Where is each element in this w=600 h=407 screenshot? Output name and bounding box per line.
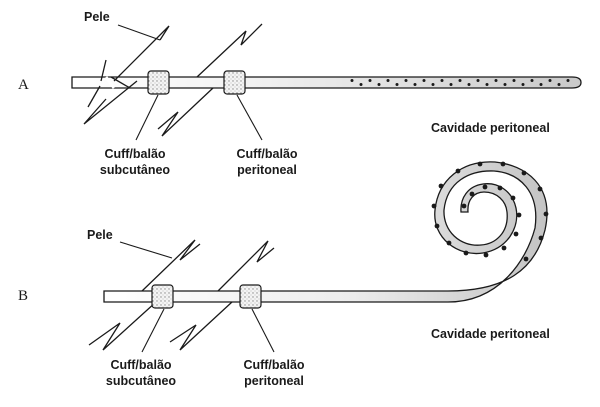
perforation-hole (476, 79, 480, 82)
cuff-subcutaneous-a (147, 70, 170, 95)
cuff-peritoneal-line1-a: Cuff/balão (236, 147, 298, 161)
panel-letter-a: A (18, 77, 29, 93)
perforation-hole (548, 79, 552, 82)
perforation-hole (513, 231, 519, 237)
perforation-hole (467, 83, 471, 86)
perforation-hole (469, 191, 475, 197)
cuff-subcutaneous-label-b: Cuff/balão subcutâneo (95, 357, 187, 389)
perforation-hole (537, 186, 543, 192)
perforation-hole (440, 79, 444, 82)
pointer-cuff-per-b (251, 308, 275, 353)
panel-a (71, 23, 582, 141)
pointer-cuff-sub-a (135, 94, 159, 141)
perforation-hole (463, 250, 469, 256)
cuff-subcutaneous-line2-a: subcutâneo (99, 163, 171, 177)
perforation-hole (539, 83, 543, 86)
catheter-b-holes (431, 161, 549, 262)
perforation-hole (503, 83, 507, 86)
cuff-subcutaneous-b (151, 284, 174, 309)
cuff-peritoneal-label-b: Cuff/balão peritoneal (228, 357, 320, 389)
perforation-hole (566, 79, 570, 82)
perforation-hole (510, 195, 516, 201)
pointer-cuff-sub-b (141, 308, 165, 353)
perforation-hole (483, 252, 489, 258)
cuff-peritoneal-line2-a: peritoneal (237, 163, 297, 177)
perforation-hole (422, 79, 426, 82)
perforation-hole (530, 79, 534, 82)
perforation-hole (413, 83, 417, 86)
perforation-hole (485, 83, 489, 86)
catheter-a-holes (350, 79, 570, 86)
skin-label-a: Pele (84, 10, 110, 24)
perforation-hole (350, 79, 354, 82)
perforation-hole (431, 203, 437, 209)
perforation-hole (516, 212, 522, 218)
cuff-peritoneal-line2-b: peritoneal (244, 374, 304, 388)
perforation-hole (482, 184, 488, 190)
cuff-peritoneal-b (239, 284, 262, 309)
perforation-hole (395, 83, 399, 86)
perforation-hole (523, 256, 529, 262)
pointer-skin-a (117, 24, 161, 41)
catheter-a-tube (71, 76, 582, 89)
perforation-hole (543, 211, 549, 217)
perforation-hole (455, 168, 461, 174)
perforation-hole (477, 161, 483, 167)
cuff-subcutaneous-line1-b: Cuff/balão (110, 358, 172, 372)
perforation-hole (521, 83, 525, 86)
pointer-cuff-per-a (236, 94, 263, 141)
perforation-hole (461, 203, 467, 209)
perforation-hole (512, 79, 516, 82)
skin-layer-1-a (83, 25, 170, 125)
perforation-hole (386, 79, 390, 82)
perforation-hole (497, 185, 503, 191)
catheter-b-tube (103, 161, 548, 303)
cavity-label-b: Cavidade peritoneal (431, 327, 550, 341)
skin-layer-2-a (157, 23, 263, 137)
cavity-label-a: Cavidade peritoneal (431, 121, 550, 135)
perforation-hole (359, 83, 363, 86)
panel-b (88, 161, 549, 353)
perforation-hole (501, 245, 507, 251)
panel-letter-b: B (18, 288, 29, 304)
perforation-hole (377, 83, 381, 86)
skin-layer-1-b (88, 239, 201, 351)
perforation-hole (458, 79, 462, 82)
perforation-hole (368, 79, 372, 82)
perforation-hole (521, 170, 527, 176)
perforation-hole (404, 79, 408, 82)
perforation-hole (434, 223, 440, 229)
perforation-hole (449, 83, 453, 86)
perforation-hole (431, 83, 435, 86)
cuff-subcutaneous-line1-a: Cuff/balão (104, 147, 166, 161)
perforation-hole (500, 161, 506, 167)
skin-label-b: Pele (87, 228, 113, 242)
cuff-peritoneal-line1-b: Cuff/balão (243, 358, 305, 372)
perforation-hole (538, 235, 544, 241)
pointer-skin-b (119, 241, 173, 259)
perforation-hole (557, 83, 561, 86)
skin-layer-2-b (169, 240, 275, 351)
cuff-subcutaneous-label-a: Cuff/balão subcutâneo (89, 146, 181, 178)
perforation-hole (438, 183, 444, 189)
cuff-peritoneal-a (223, 70, 246, 95)
cuff-peritoneal-label-a: Cuff/balão peritoneal (221, 146, 313, 178)
perforation-hole (494, 79, 498, 82)
perforation-hole (446, 240, 452, 246)
cuff-subcutaneous-line2-b: subcutâneo (105, 374, 177, 388)
